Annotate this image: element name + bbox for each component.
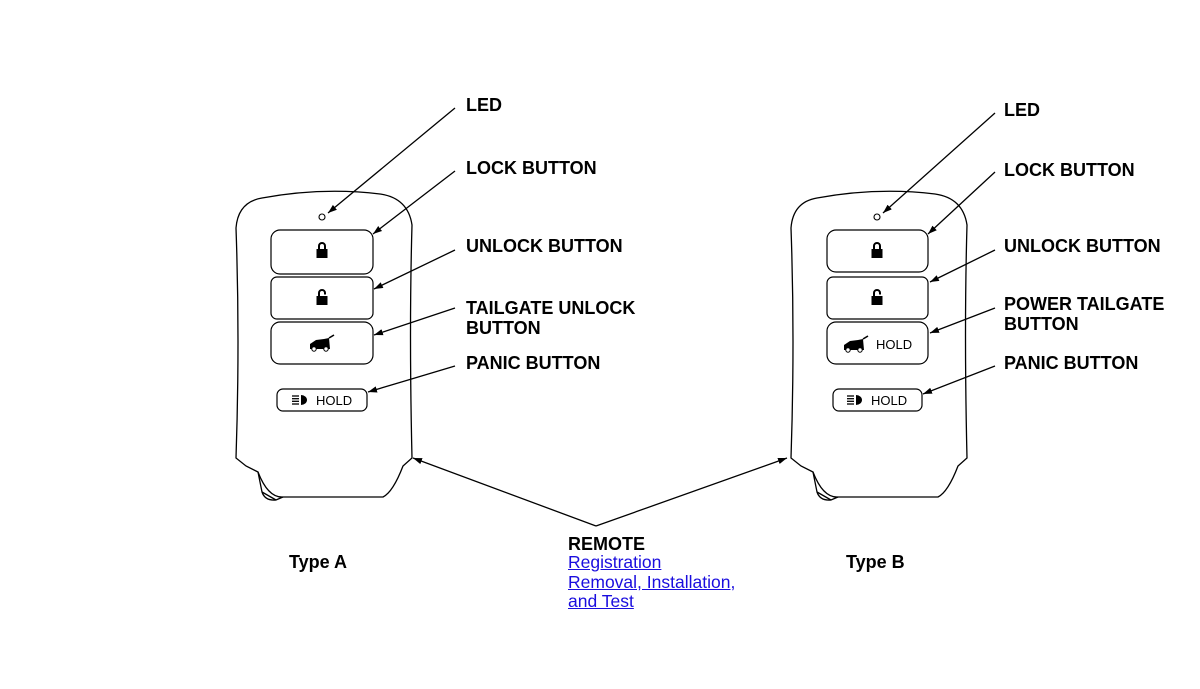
label-tailgate-b-1: POWER TAILGATE <box>1004 294 1164 314</box>
removal-installation-link[interactable]: Removal, Installation, <box>568 571 736 592</box>
remote-b-key-tab <box>812 471 839 501</box>
label-tailgate-a-2: BUTTON <box>466 318 541 338</box>
led-indicator-icon <box>318 213 326 221</box>
label-lock-b: LOCK BUTTON <box>1004 160 1135 180</box>
label-led-a: LED <box>466 95 502 115</box>
power-tailgate-button-b[interactable] <box>826 321 929 365</box>
label-unlock-b: UNLOCK BUTTON <box>1004 236 1161 256</box>
label-tailgate-b-2: BUTTON <box>1004 314 1079 334</box>
remote-type-b: HOLD HOLD Type B <box>790 190 968 572</box>
panic-hold-text-a: HOLD <box>316 393 352 408</box>
label-unlock-a: UNLOCK BUTTON <box>466 236 623 256</box>
remote-a-key-tab <box>257 471 284 501</box>
label-led-b: LED <box>1004 100 1040 120</box>
panic-button-b[interactable] <box>832 388 923 412</box>
registration-link[interactable]: Registration <box>568 552 662 572</box>
panic-hold-text-b: HOLD <box>871 393 907 408</box>
and-test-link[interactable]: and Test <box>568 591 634 611</box>
caption-type-b: Type B <box>846 552 905 572</box>
led-indicator-icon <box>873 213 881 221</box>
label-tailgate-a-1: TAILGATE UNLOCK <box>466 298 635 318</box>
remote-links: Registration Removal, Installation, and … <box>568 552 736 612</box>
remote-title: REMOTE <box>568 534 645 554</box>
label-lock-a: LOCK BUTTON <box>466 158 597 178</box>
label-panic-a: PANIC BUTTON <box>466 353 600 373</box>
remote-type-a: HOLD Type A <box>235 190 413 572</box>
remote-a-body <box>235 190 413 498</box>
caption-type-a: Type A <box>289 552 347 572</box>
tailgate-hold-text-b: HOLD <box>876 337 912 352</box>
remote-b-body <box>790 190 968 498</box>
panic-button-a[interactable] <box>276 388 368 412</box>
label-panic-b: PANIC BUTTON <box>1004 353 1138 373</box>
